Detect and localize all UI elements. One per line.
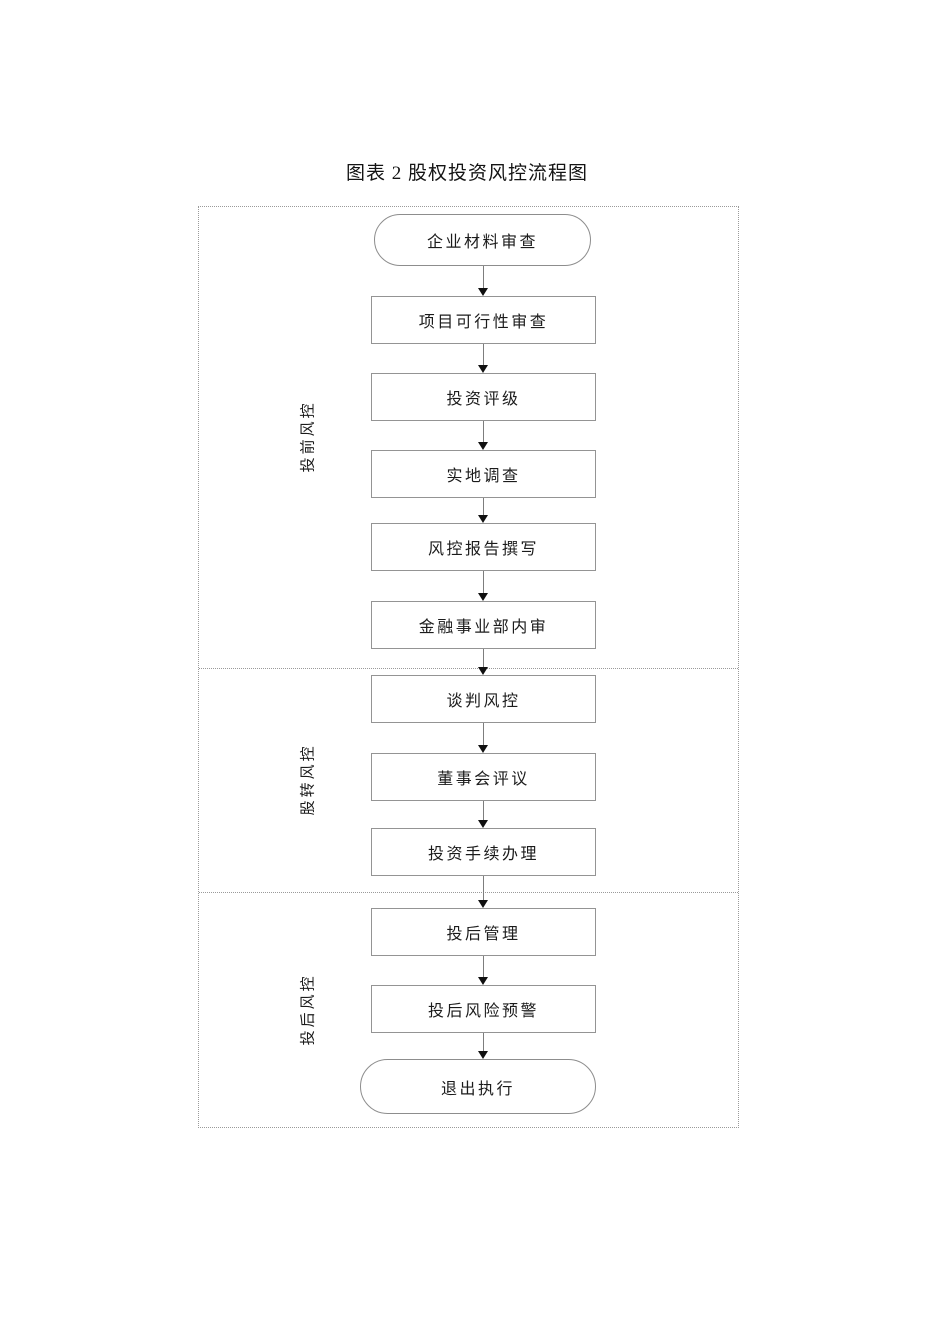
section-label-equity-conversion: 股转风控	[300, 742, 317, 815]
node-project-feasibility-review: 项目可行性审查	[371, 296, 596, 344]
section-label-post-investment: 投后风控	[300, 973, 317, 1046]
node-site-investigation: 实地调查	[371, 450, 596, 498]
section-equity-conversion-risk-control: 股转风控	[199, 669, 738, 893]
flow-arrow-5	[478, 571, 488, 601]
section-label-pre-investment: 投前风控	[300, 399, 317, 472]
flow-arrow-1	[478, 266, 488, 296]
arrow-line	[482, 649, 484, 667]
flow-arrow-4	[478, 498, 488, 523]
arrow-down-icon	[478, 977, 488, 985]
flow-arrow-10	[478, 956, 488, 985]
section-pre-investment-risk-control: 投前风控	[199, 207, 738, 669]
node-board-of-directors-review: 董事会评议	[371, 753, 596, 801]
node-investment-procedure-handling: 投资手续办理	[371, 828, 596, 876]
flow-arrow-8	[478, 801, 488, 828]
flow-arrow-11	[478, 1033, 488, 1059]
arrow-line	[482, 344, 484, 365]
arrow-down-icon	[478, 593, 488, 601]
flow-arrow-3	[478, 421, 488, 450]
arrow-line	[482, 876, 484, 900]
node-financial-division-internal-audit: 金融事业部内审	[371, 601, 596, 649]
arrow-down-icon	[478, 365, 488, 373]
arrow-line	[482, 801, 484, 820]
node-investment-rating: 投资评级	[371, 373, 596, 421]
arrow-down-icon	[478, 1051, 488, 1059]
flowchart-container: 投前风控 股转风控 投后风控 企业材料审查 项目可行性审查 投资评级 实地调查 …	[198, 206, 739, 1128]
arrow-down-icon	[478, 667, 488, 675]
arrow-down-icon	[478, 515, 488, 523]
node-enterprise-material-review: 企业材料审查	[374, 214, 591, 266]
arrow-line	[482, 266, 484, 288]
node-negotiation-risk-control: 谈判风控	[371, 675, 596, 723]
arrow-line	[482, 723, 484, 745]
flow-arrow-7	[478, 723, 488, 753]
flow-arrow-2	[478, 344, 488, 373]
figure-title: 图表 2 股权投资风控流程图	[345, 163, 589, 184]
arrow-down-icon	[478, 442, 488, 450]
arrow-down-icon	[478, 820, 488, 828]
node-exit-execution: 退出执行	[360, 1059, 596, 1114]
arrow-line	[482, 421, 484, 442]
arrow-line	[482, 956, 484, 977]
arrow-down-icon	[478, 288, 488, 296]
node-risk-control-report-writing: 风控报告撰写	[371, 523, 596, 571]
arrow-down-icon	[478, 745, 488, 753]
node-post-investment-management: 投后管理	[371, 908, 596, 956]
arrow-down-icon	[478, 900, 488, 908]
arrow-line	[482, 571, 484, 593]
arrow-line	[482, 1033, 484, 1051]
flow-arrow-9	[478, 876, 488, 908]
flow-arrow-6	[478, 649, 488, 675]
arrow-line	[482, 498, 484, 515]
node-post-investment-risk-warning: 投后风险预警	[371, 985, 596, 1033]
